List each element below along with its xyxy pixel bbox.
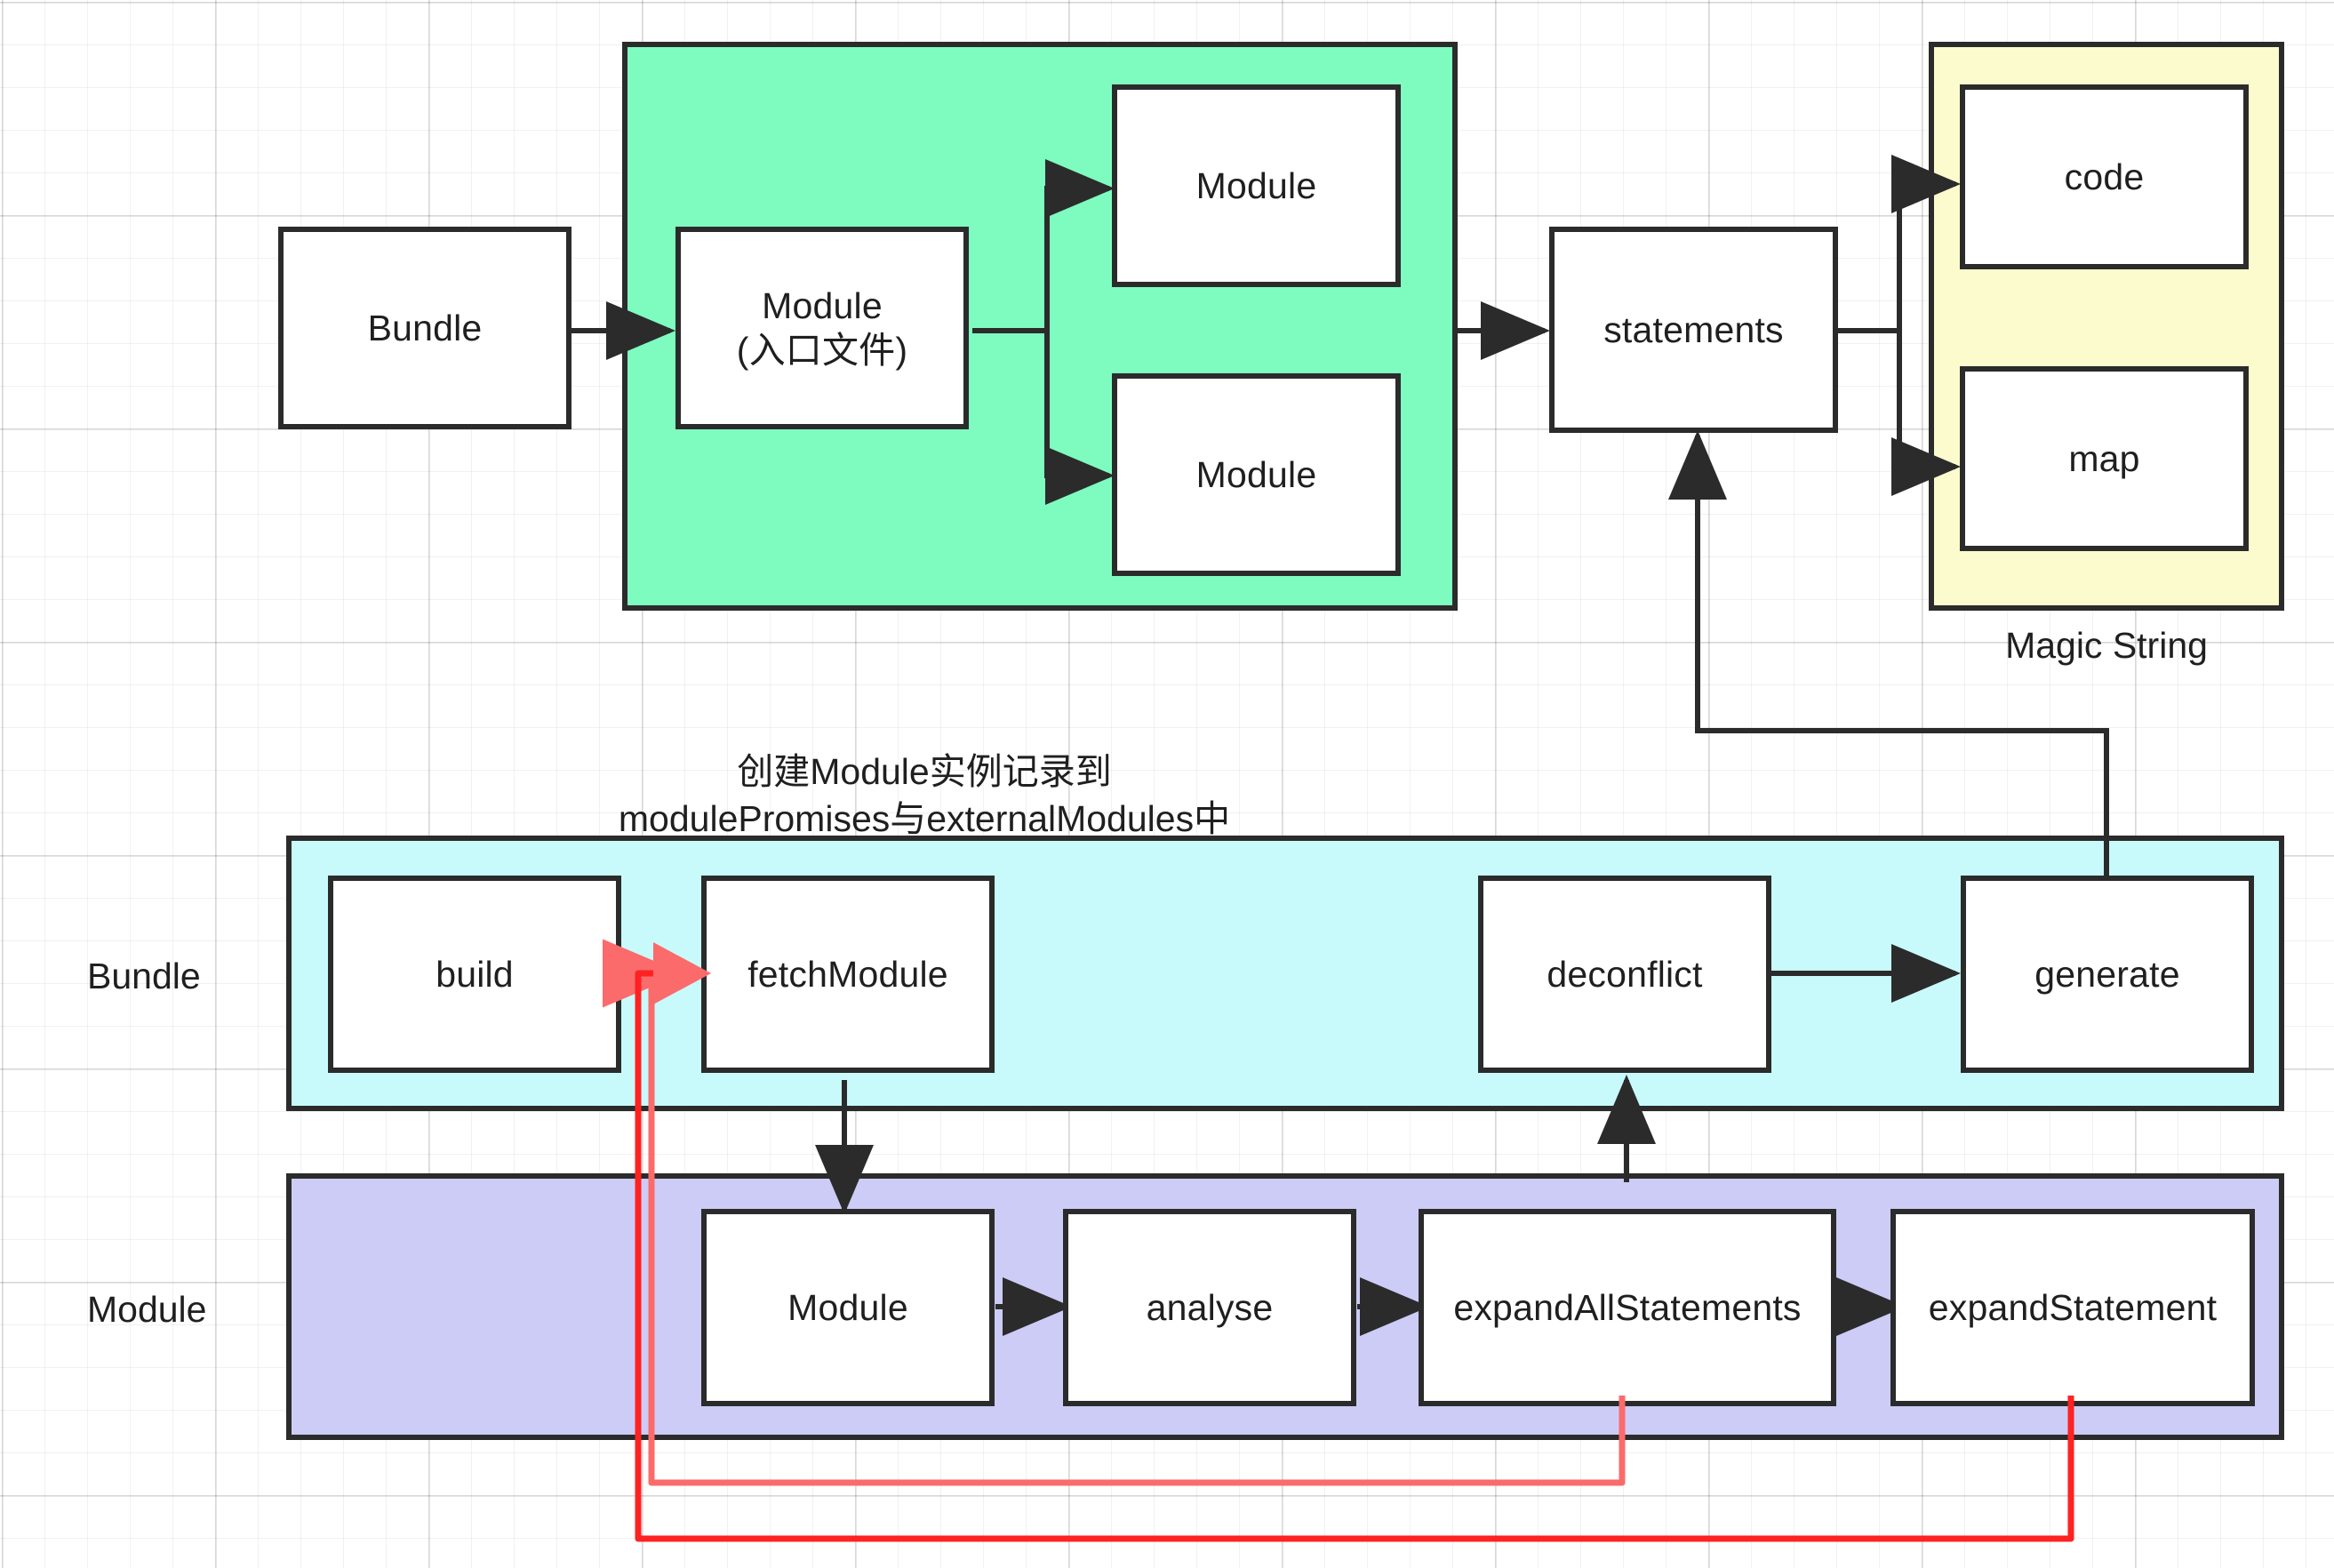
annotation-line-1: 创建Module实例记录到 — [737, 751, 1112, 792]
node-expandallstatements[interactable]: expandAllStatements — [1419, 1209, 1836, 1406]
node-child-module-1[interactable]: Module — [1112, 84, 1401, 287]
node-child-module-1-label: Module — [1195, 164, 1317, 206]
magic-string-caption: Magic String — [2005, 625, 2208, 666]
node-analyse-label: analyse — [1146, 1286, 1274, 1328]
node-map-label: map — [2068, 437, 2140, 479]
node-statements[interactable]: statements — [1549, 227, 1838, 433]
node-module-lane-module[interactable]: Module — [701, 1209, 995, 1406]
node-map[interactable]: map — [1960, 366, 2249, 551]
swimlane-label-module: Module — [87, 1289, 207, 1330]
node-generate-label: generate — [2034, 953, 2180, 995]
node-build-label: build — [436, 953, 514, 995]
node-fetchmodule-label: fetchModule — [747, 953, 948, 995]
node-child-module-2-label: Module — [1195, 453, 1317, 495]
node-entry-module[interactable]: Module (入口文件) — [675, 227, 969, 429]
node-code[interactable]: code — [1960, 84, 2249, 269]
node-deconflict-label: deconflict — [1547, 953, 1703, 995]
swimlane-label-bundle: Bundle — [87, 956, 201, 996]
node-entry-module-label-line1: Module — [762, 284, 883, 326]
node-module-lane-module-label: Module — [787, 1286, 908, 1328]
node-expandstatement-label: expandStatement — [1928, 1286, 2218, 1328]
node-child-module-2[interactable]: Module — [1112, 373, 1401, 576]
annotation-line-2: modulePromises与externalModules中 — [618, 798, 1231, 839]
node-analyse[interactable]: analyse — [1063, 1209, 1356, 1406]
node-build[interactable]: build — [328, 876, 621, 1073]
node-expandallstatements-label: expandAllStatements — [1453, 1286, 1802, 1328]
node-generate[interactable]: generate — [1961, 876, 2254, 1073]
node-fetchmodule[interactable]: fetchModule — [701, 876, 995, 1073]
node-expandstatement[interactable]: expandStatement — [1890, 1209, 2255, 1406]
node-deconflict[interactable]: deconflict — [1478, 876, 1771, 1073]
node-entry-module-label-line2: (入口文件) — [736, 330, 908, 371]
node-statements-label: statements — [1603, 308, 1784, 350]
node-code-label: code — [2064, 156, 2145, 197]
node-bundle[interactable]: Bundle — [278, 227, 572, 429]
node-bundle-label: Bundle — [367, 307, 483, 348]
